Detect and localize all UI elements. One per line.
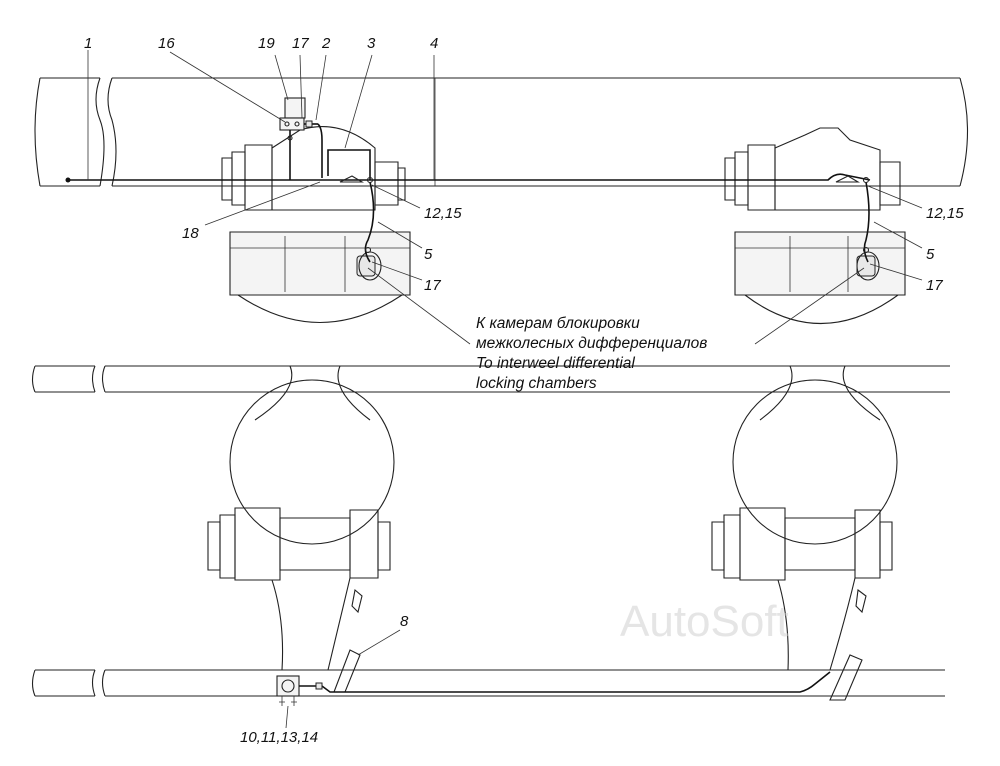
callout-2: 2 [321, 35, 331, 52]
axle-bottom-right [711, 365, 898, 701]
callout-17-top: 17 [292, 35, 309, 52]
callout-3: 3 [367, 35, 376, 52]
bottom-frame [31, 365, 950, 697]
pipeline-top [65, 149, 871, 263]
note-line-4: locking chambers [476, 375, 597, 392]
top-frame [34, 77, 968, 187]
note-line-1: К камерам блокировки [476, 315, 640, 332]
callout-17-left: 17 [424, 277, 441, 294]
callout-17-right: 17 [926, 277, 943, 294]
callout-19: 19 [258, 35, 275, 52]
axle-bottom-left [207, 365, 395, 693]
callouts: 1 16 19 17 2 3 4 18 12,15 5 17 12,15 5 1… [84, 35, 964, 746]
callout-10-11-13-14: 10,11,13,14 [240, 729, 318, 746]
note-text: К камерам блокировки межколесных диффере… [476, 315, 707, 392]
axle-top-right [724, 127, 906, 325]
note-line-2: межколесных дифференциалов [476, 335, 707, 352]
valve-block [279, 97, 323, 180]
callout-8: 8 [400, 613, 409, 630]
leader-lines [87, 50, 923, 729]
callout-5-right: 5 [926, 246, 935, 263]
callout-1: 1 [84, 35, 92, 52]
callout-5-left: 5 [424, 246, 433, 263]
callout-16: 16 [158, 35, 175, 52]
callout-12-15-left: 12,15 [424, 205, 462, 222]
callout-4: 4 [430, 35, 438, 52]
note-line-3: To interweel differential [476, 355, 635, 372]
callout-18: 18 [182, 225, 199, 242]
valve-bottom [276, 671, 831, 706]
callout-12-15-right: 12,15 [926, 205, 964, 222]
watermark: AutoSoft [620, 597, 789, 646]
